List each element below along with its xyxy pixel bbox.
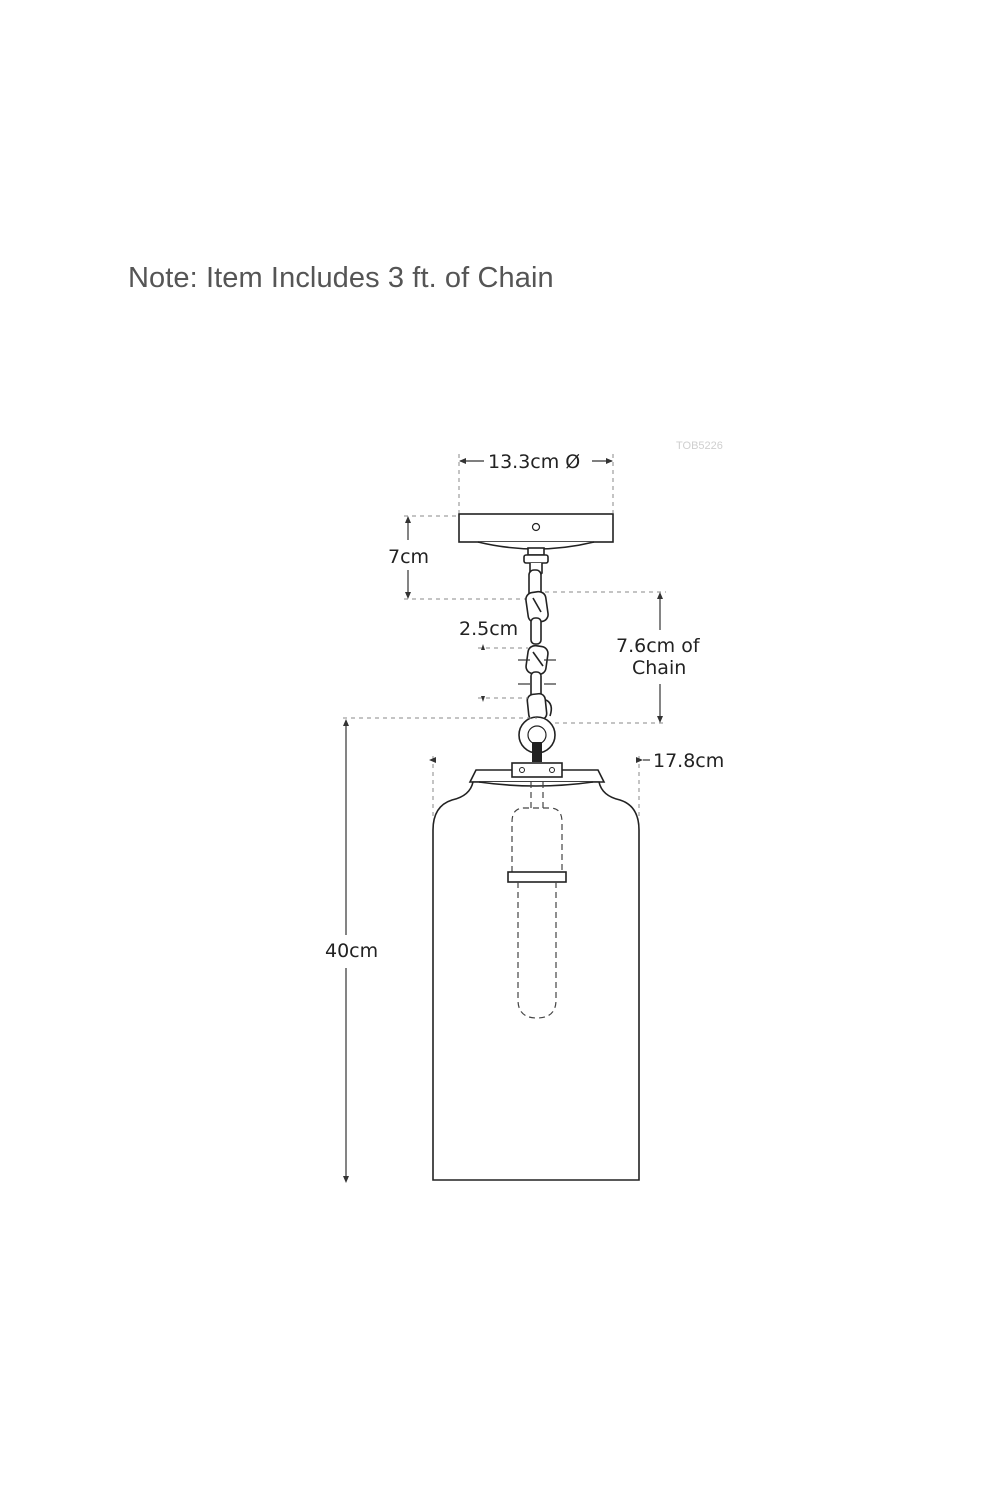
link-length-label: 2.5cm (459, 618, 518, 640)
ceiling-canopy (458, 513, 614, 577)
chain-length-dimension: 7.6cm of Chain (545, 591, 701, 724)
canopy-diameter-dimension: 13.3cm Ø (458, 451, 614, 513)
shade-width-dimension: 17.8cm (429, 750, 724, 818)
canopy-diameter-label: 13.3cm Ø (488, 451, 580, 473)
shade-width-label: 17.8cm (653, 750, 724, 772)
chain-length-label-line1: 7.6cm of (616, 635, 701, 657)
canopy-height-label: 7cm (388, 546, 429, 568)
shade-height-label: 40cm (325, 940, 378, 962)
chain-note: Note: Item Includes 3 ft. of Chain (128, 262, 554, 294)
glass-shade (432, 762, 640, 1181)
canopy-height-dimension: 7cm (388, 515, 527, 600)
product-code: TOB5226 (676, 440, 723, 452)
shade-height-dimension: 40cm (325, 717, 537, 1183)
link-length-dimension: 2.5cm (459, 618, 528, 702)
chain (518, 569, 556, 762)
chain-length-label-line2: Chain (632, 657, 686, 679)
